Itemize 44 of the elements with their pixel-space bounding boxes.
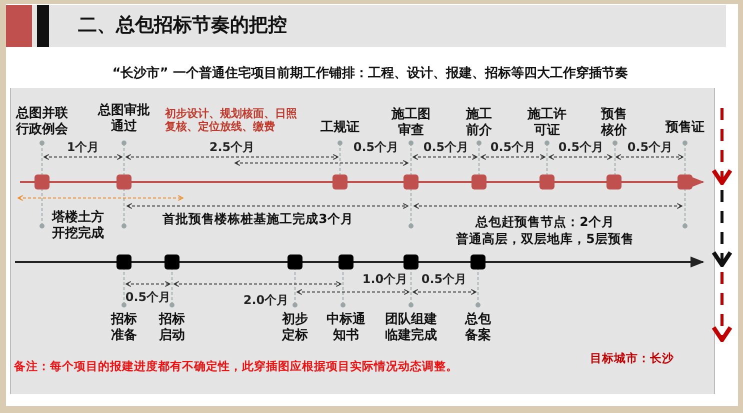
subtitle: “长沙市” 一个普通住宅项目前期工作铺排：工程、设计、报建、招标等四大工作穿插节奏	[112, 66, 628, 82]
edge-label: 2.0个月	[243, 293, 289, 308]
duration-arrow	[616, 154, 684, 160]
duration-arrow	[480, 154, 546, 160]
milestone-label: 初步定标	[280, 312, 310, 344]
duration-label: 0.5个月	[353, 140, 399, 154]
milestone-label: 招标准备	[109, 312, 139, 344]
milestone-label: 总图审批通过	[97, 103, 151, 134]
milestone-label: 总包备案	[463, 312, 493, 344]
note-text: 初步设计、规划核面、日照复核、定位放线、缴费	[165, 107, 298, 134]
remark-text: 备注：每个项目的报建进度都有不确定性，此穿插图应根据项目实际情况动态调整。	[14, 360, 458, 374]
milestone-label: 预售证	[660, 120, 710, 136]
milestone-label: 工规证	[315, 120, 365, 136]
edge-label: 0.5个月	[627, 140, 673, 154]
milestone-label: 施工许可证	[525, 107, 569, 138]
duration-arrow	[548, 154, 612, 160]
duration-arrow	[412, 154, 478, 160]
duration-arrow	[44, 154, 122, 160]
milestone-label: 总图并联行政例会	[12, 106, 72, 138]
duration-arrow	[126, 154, 338, 160]
duration-arrow	[126, 281, 170, 287]
edge-label: 0.5个月	[421, 272, 467, 286]
milestone-label: 施工前介	[464, 107, 494, 138]
milestone-label: 施工图审查	[389, 107, 433, 138]
duration-arrow	[412, 289, 476, 295]
edge-label: 0.5个月	[558, 140, 604, 154]
duration-label: 首批预售楼栋桩基施工完成3个月	[162, 211, 354, 226]
note-text: 总包赶预售节点：2个月	[476, 214, 614, 229]
edge-label: 1.0个月	[362, 272, 408, 286]
target-city-label: 目标城市：长沙	[590, 352, 674, 366]
milestone-label: 团队组建临建完成	[382, 312, 440, 344]
milestone-label: 招标启动	[157, 312, 187, 344]
duration-arrow	[174, 281, 342, 287]
milestone-label: 预售核价	[599, 107, 629, 138]
milestone-label: 中标通知书	[324, 312, 368, 344]
page-title: 二、总包招标节奏的把控	[78, 13, 287, 38]
milestone-note: 塔楼土方开挖完成	[52, 210, 105, 242]
edge-label: 0.5个月	[125, 290, 171, 304]
edge-label: 1个月	[66, 140, 100, 154]
edge-label: 0.5个月	[423, 140, 469, 154]
edge-label: 0.5个月	[490, 140, 536, 154]
duration-arrow	[296, 289, 410, 295]
note-text: 普通高层，双层地库，5层预售	[456, 231, 634, 246]
edge-label: 2.5个月	[209, 140, 255, 154]
